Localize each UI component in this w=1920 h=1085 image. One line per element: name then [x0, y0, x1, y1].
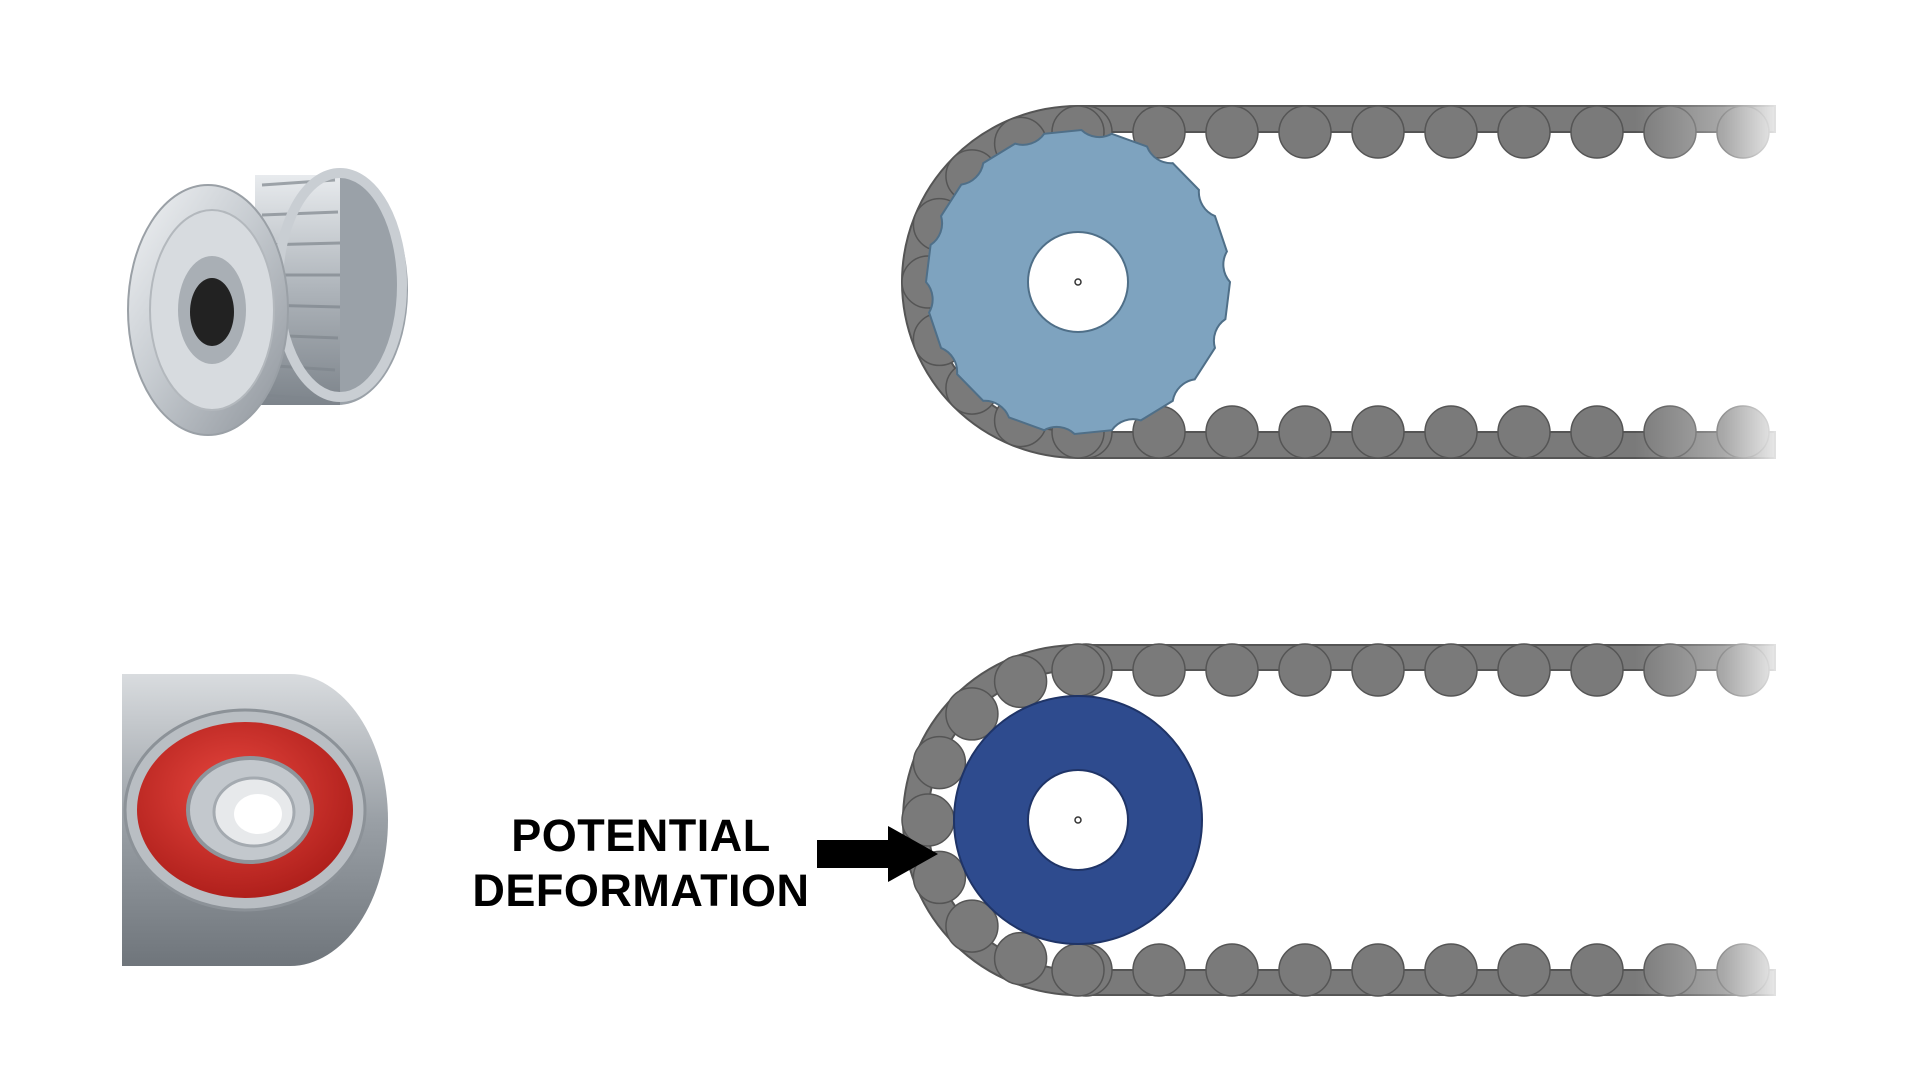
belt-tooth: [1278, 405, 1332, 459]
belt-tooth: [1351, 405, 1405, 459]
bearing-idler-belt-diagram: [901, 641, 1795, 999]
label-line-2: DEFORMATION: [472, 865, 810, 916]
belt-fade: [1635, 641, 1795, 999]
belt-tooth: [912, 850, 967, 905]
belt-body: [902, 644, 1776, 996]
belt-tooth: [1051, 643, 1105, 697]
bearing-bore: [1027, 769, 1129, 871]
belt-tooth: [1205, 105, 1259, 159]
deformation-arrow: [817, 826, 938, 882]
belt-tooth: [1278, 943, 1332, 997]
belt-tooth: [1424, 943, 1478, 997]
belt-tooth: [1205, 405, 1259, 459]
belt-tooth: [1497, 943, 1551, 997]
belt-tooth: [901, 793, 955, 847]
belt-tooth: [912, 735, 967, 790]
belt-tooth: [1570, 943, 1624, 997]
belt-tooth: [1351, 105, 1405, 159]
belt-tooth: [1570, 405, 1624, 459]
belt-tooth: [993, 654, 1048, 709]
toothed-pulley-belt-diagram: [901, 102, 1795, 462]
belt-tooth: [1570, 105, 1624, 159]
belt-tooth: [1132, 105, 1186, 159]
potential-deformation-label: POTENTIAL DEFORMATION: [441, 808, 841, 918]
toothed-pulley-photo: [127, 168, 408, 436]
belt-tooth: [1205, 943, 1259, 997]
belt-fade: [1635, 102, 1795, 462]
belt-tooth: [1570, 643, 1624, 697]
belt-tooth: [993, 931, 1048, 986]
belt-tooth: [945, 899, 999, 953]
belt-tooth: [1278, 105, 1332, 159]
belt-tooth: [1424, 643, 1478, 697]
belt-tooth: [1351, 643, 1405, 697]
belt-tooth: [1205, 643, 1259, 697]
pulley-bore: [1027, 231, 1129, 333]
ball-bearing-photo: [122, 674, 388, 966]
belt-tooth: [1132, 943, 1186, 997]
belt-tooth: [1424, 105, 1478, 159]
belt-tooth: [945, 687, 999, 741]
belt-tooth: [1278, 643, 1332, 697]
belt-tooth: [1351, 943, 1405, 997]
belt-tooth: [1497, 105, 1551, 159]
label-line-1: POTENTIAL: [511, 810, 771, 861]
belt-tooth: [1497, 405, 1551, 459]
belt-tooth: [1132, 643, 1186, 697]
belt-tooth: [1497, 643, 1551, 697]
pulley-center-mark: [1074, 278, 1082, 286]
belt-tooth: [1424, 405, 1478, 459]
belt-tooth: [1051, 943, 1105, 997]
bearing-center-mark: [1074, 816, 1082, 824]
